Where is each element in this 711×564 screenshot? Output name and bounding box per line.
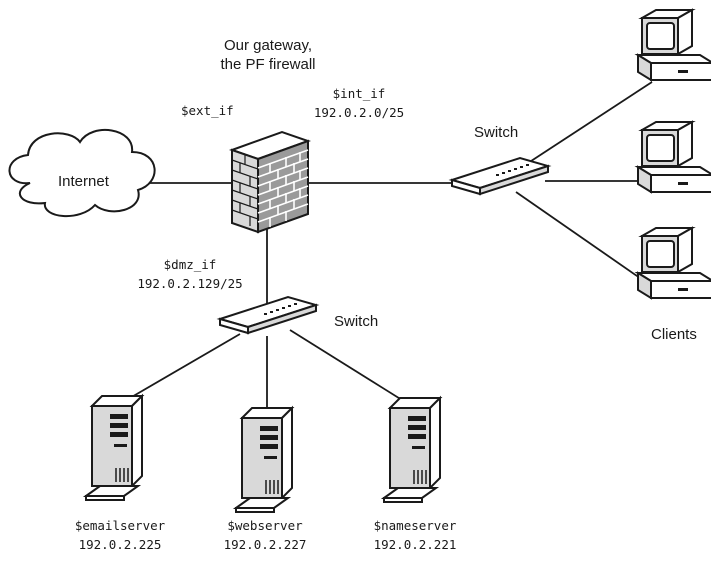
client-computer-icon-2	[638, 122, 711, 192]
emailserver-label: $emailserver 192.0.2.225	[60, 516, 180, 554]
link-switch-emailserver	[130, 334, 240, 398]
firewall-icon	[232, 132, 308, 232]
internal-switch-label: Switch	[474, 124, 518, 141]
dmz-switch-icon	[220, 297, 316, 333]
webserver-icon	[236, 408, 292, 512]
nameserver-icon	[384, 398, 440, 502]
int-if-label: $int_if	[297, 84, 421, 103]
gateway-caption-line2: the PF firewall	[205, 55, 331, 74]
nameserver-name: $nameserver	[355, 516, 475, 535]
internal-switch-icon	[452, 158, 548, 194]
internet-label: Internet	[58, 173, 109, 190]
gateway-caption: Our gateway, the PF firewall	[205, 36, 331, 74]
nameserver-label: $nameserver 192.0.2.221	[355, 516, 475, 554]
gateway-caption-line1: Our gateway,	[205, 36, 331, 55]
emailserver-icon	[86, 396, 142, 500]
webserver-label: $webserver 192.0.2.227	[210, 516, 320, 554]
emailserver-ip: 192.0.2.225	[60, 535, 180, 554]
link-switch-client-bottom	[516, 192, 650, 285]
dmz-net-label: 192.0.2.129/25	[128, 274, 252, 293]
clients-label: Clients	[651, 326, 697, 343]
nameserver-ip: 192.0.2.221	[355, 535, 475, 554]
client-computer-icon-1	[638, 10, 711, 80]
webserver-name: $webserver	[210, 516, 320, 535]
webserver-ip: 192.0.2.227	[210, 535, 320, 554]
dmz-switch-label: Switch	[334, 313, 378, 330]
dmz-if-block: $dmz_if 192.0.2.129/25	[128, 255, 252, 293]
emailserver-name: $emailserver	[60, 516, 180, 535]
ext-if-label: $ext_if	[181, 103, 234, 118]
client-computer-icon-3	[638, 228, 711, 298]
connection-lines	[130, 82, 652, 410]
int-if-block: $int_if 192.0.2.0/25	[297, 84, 421, 122]
int-net-label: 192.0.2.0/25	[297, 103, 421, 122]
dmz-if-label: $dmz_if	[128, 255, 252, 274]
link-switch-client-top	[525, 82, 652, 165]
link-switch-nameserver	[290, 330, 410, 405]
